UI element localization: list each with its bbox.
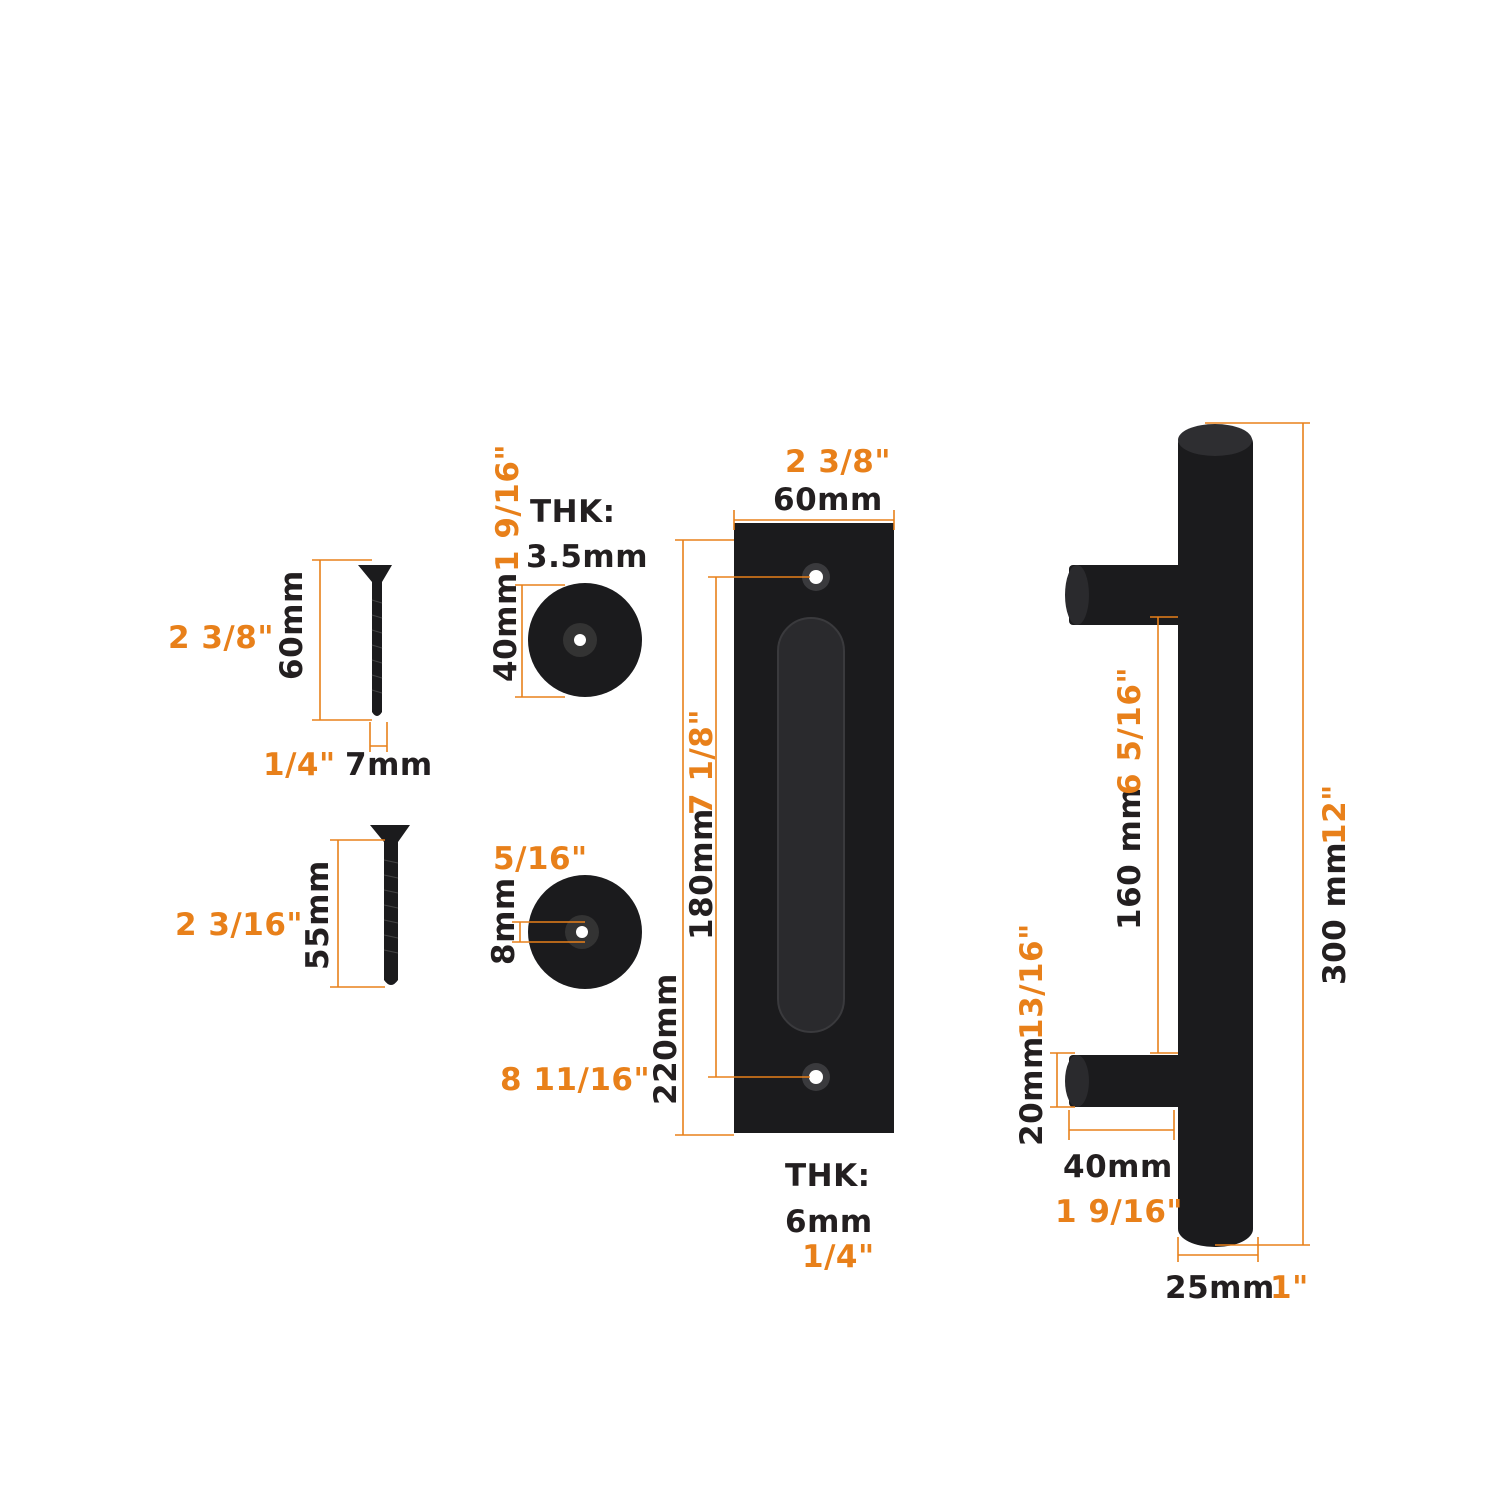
handle-center-metric: 160 mm <box>1112 787 1148 930</box>
washer-top-thk-label: THK: <box>530 494 616 530</box>
plate-thk-label: THK: <box>785 1158 871 1194</box>
plate-hole-spacing-imperial: 7 1/8" <box>684 709 720 815</box>
plate-thk-imperial: 1/4" <box>802 1239 875 1275</box>
plate-height-metric: 220mm <box>648 973 684 1105</box>
plate-hole-spacing-metric: 180mm <box>684 808 720 940</box>
handle-post-dia-metric: 20mm <box>1014 1036 1050 1146</box>
washer-top-diameter-metric: 40mm <box>488 572 524 682</box>
long-screw-diameter-metric: 7mm <box>345 747 433 783</box>
handle-bar-dia-metric: 25mm <box>1165 1270 1275 1306</box>
washer-bottom-dimensions <box>512 921 585 943</box>
long-screw-dimensions <box>312 559 388 752</box>
plate-height-imperial: 8 11/16" <box>500 1062 650 1098</box>
plate-width-metric: 60mm <box>773 482 883 518</box>
plate-width-imperial: 2 3/8" <box>785 444 891 480</box>
pull-handle-dimensions <box>1050 422 1310 1262</box>
long-screw-length-imperial: 2 3/8" <box>168 620 274 656</box>
short-screw-dimensions <box>330 839 385 988</box>
washer-bottom-hole-imperial: 5/16" <box>493 841 588 877</box>
handle-post-dia-imperial: 13/16" <box>1014 923 1050 1040</box>
washer-top-diameter-imperial: 1 9/16" <box>490 444 526 572</box>
washer-top-thk-metric: 3.5mm <box>526 539 648 575</box>
handle-projection-metric: 40mm <box>1063 1149 1173 1185</box>
short-screw-length-metric: 55mm <box>300 860 336 970</box>
handle-center-imperial: 6 5/16" <box>1112 667 1148 795</box>
washer-bottom-hole-metric: 8mm <box>486 877 522 965</box>
long-screw <box>358 565 392 716</box>
washer-top-dimensions <box>515 584 565 698</box>
long-screw-length-metric: 60mm <box>274 570 310 680</box>
handle-length-imperial: 12" <box>1317 784 1353 845</box>
back-plate <box>734 523 894 1133</box>
washer-top <box>528 583 642 697</box>
long-screw-diameter-imperial: 1/4" <box>263 747 336 783</box>
pull-handle <box>1065 424 1253 1247</box>
handle-bar-dia-imperial: 1" <box>1270 1270 1309 1306</box>
handle-projection-imperial: 1 9/16" <box>1055 1194 1183 1230</box>
short-screw-length-imperial: 2 3/16" <box>175 907 303 943</box>
washer-bottom <box>528 875 642 989</box>
handle-length-metric: 300 mm <box>1317 842 1353 985</box>
short-screw <box>370 825 410 985</box>
back-plate-dimensions <box>675 510 895 1136</box>
plate-thk-metric: 6mm <box>785 1204 873 1240</box>
